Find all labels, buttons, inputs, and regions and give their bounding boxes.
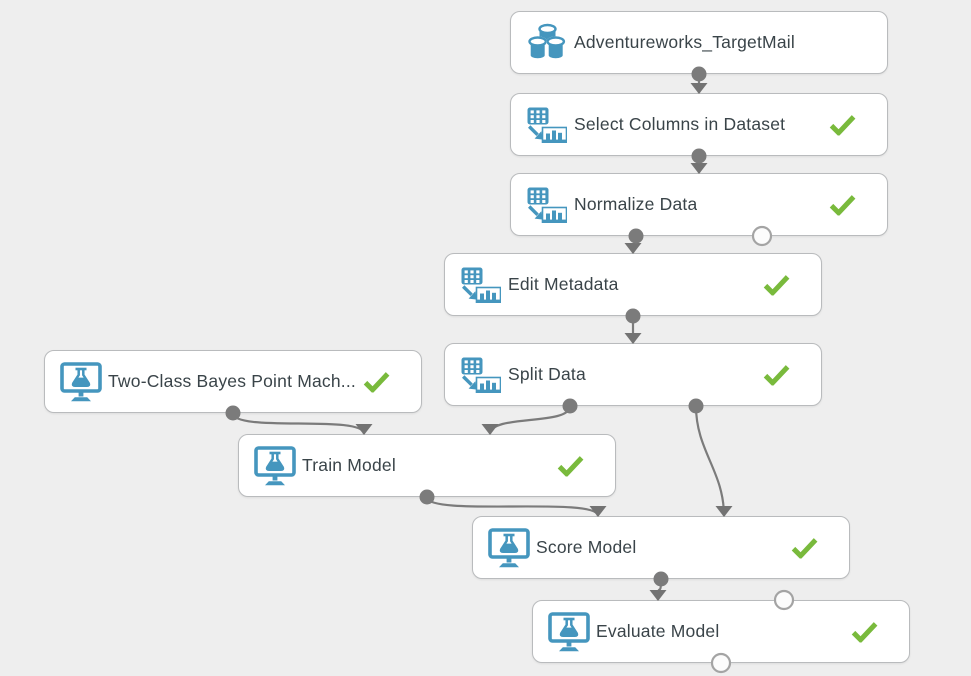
module-node-adventureworks-targetmail[interactable]: Adventureworks_TargetMail [510, 11, 888, 74]
module-label: Two-Class Bayes Point Mach... [108, 371, 356, 391]
module-node-normalize-data[interactable]: Normalize Data [510, 173, 888, 236]
data-transform-icon [461, 267, 501, 303]
module-icon-wrap [525, 184, 569, 226]
connection-split-data-to-train-model[interactable] [488, 405, 572, 435]
status-completed [363, 371, 390, 392]
status-completed [763, 364, 790, 385]
module-node-train-model[interactable]: Train Model [238, 434, 616, 497]
completed-check-icon [363, 371, 390, 392]
module-icon-wrap [459, 354, 503, 396]
completed-check-icon [791, 537, 818, 558]
module-label: Score Model [536, 537, 637, 557]
module-icon-wrap [525, 104, 569, 146]
completed-check-icon [829, 194, 856, 215]
trained-model-icon [488, 527, 530, 567]
completed-check-icon [829, 114, 856, 135]
connection-score-model-to-evaluate-model[interactable] [656, 578, 663, 601]
module-node-two-class-bayes-point-machine[interactable]: Two-Class Bayes Point Mach... [44, 350, 422, 413]
module-node-split-data[interactable]: Split Data [444, 343, 822, 406]
status-completed [851, 621, 878, 642]
module-node-evaluate-model[interactable]: Evaluate Model [532, 600, 910, 663]
module-icon-wrap [487, 527, 531, 569]
module-icon-wrap [59, 361, 103, 403]
module-label: Normalize Data [574, 194, 698, 214]
module-label: Select Columns in Dataset [574, 114, 786, 134]
status-completed [829, 114, 856, 135]
connection-normalize-data-to-edit-metadata[interactable] [631, 235, 638, 254]
status-completed [763, 274, 790, 295]
trained-model-icon [60, 361, 102, 401]
module-icon-wrap [525, 22, 569, 64]
module-label: Split Data [508, 364, 586, 384]
dataset-icon [528, 23, 566, 61]
module-label: Train Model [302, 455, 396, 475]
module-label: Edit Metadata [508, 274, 619, 294]
completed-check-icon [763, 274, 790, 295]
module-node-edit-metadata[interactable]: Edit Metadata [444, 253, 822, 316]
module-label: Adventureworks_TargetMail [574, 32, 795, 52]
trained-model-icon [548, 611, 590, 651]
connection-two-class-bayes-point-machine-to-train-model[interactable] [231, 412, 366, 435]
data-transform-icon [461, 357, 501, 393]
completed-check-icon [557, 455, 584, 476]
connection-split-data-to-score-model[interactable] [694, 405, 726, 517]
module-label: Evaluate Model [596, 621, 720, 641]
connection-train-model-to-score-model[interactable] [425, 496, 600, 517]
data-transform-icon [527, 187, 567, 223]
data-transform-icon [527, 107, 567, 143]
trained-model-icon [254, 445, 296, 485]
completed-check-icon [763, 364, 790, 385]
status-completed [829, 194, 856, 215]
module-node-score-model[interactable]: Score Model [472, 516, 850, 579]
completed-check-icon [851, 621, 878, 642]
module-node-select-columns-in-dataset[interactable]: Select Columns in Dataset [510, 93, 888, 156]
module-icon-wrap [253, 445, 297, 487]
status-completed [557, 455, 584, 476]
module-icon-wrap [459, 264, 503, 306]
status-completed [791, 537, 818, 558]
module-icon-wrap [547, 611, 591, 653]
